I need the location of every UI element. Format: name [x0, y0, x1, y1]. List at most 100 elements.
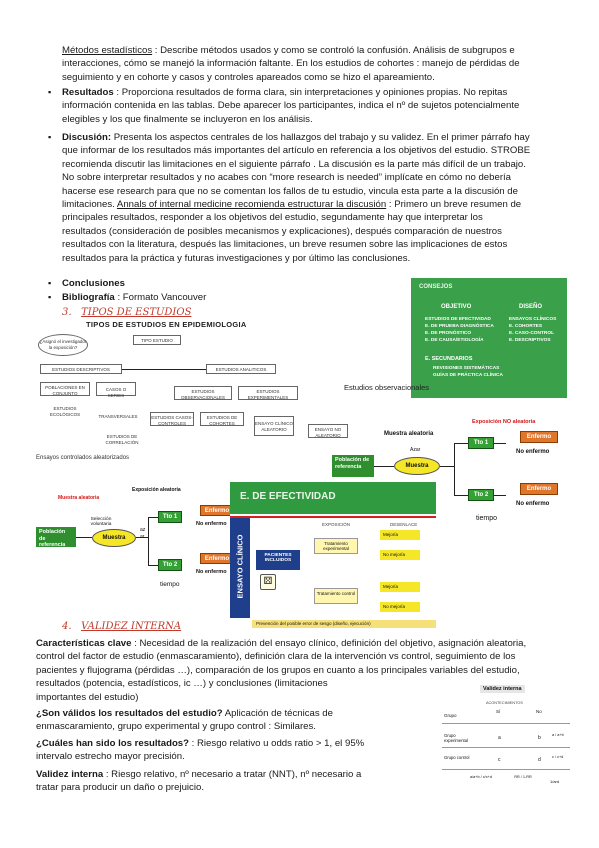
obs-arrow — [494, 443, 506, 444]
validez-table-card: Validez interna ACONTECIMIENTOS Grupo Sí… — [440, 683, 572, 798]
obs-enfermo-2: Enfermo — [520, 483, 558, 495]
table-bottom-mid: RR / 1-RR — [514, 775, 532, 779]
tree-root-box: ¿Asignó el investigador la exposición? — [38, 334, 88, 356]
table-cell-c: c — [498, 757, 501, 763]
efectividad-trat-box: Tratamiento experimental — [314, 538, 358, 554]
section4-title: VALIDEZ INTERNA — [81, 621, 182, 632]
caracteristicas-line: pacientes y flujograma (pérdidas …), com… — [36, 664, 520, 676]
metodos-line: : Describe métodos usados y como se cont… — [152, 45, 515, 56]
validos-line: Aplicación de técnicas de — [222, 708, 333, 719]
green-panel-sec-item: REVISIONES SISTEMÁTICAS — [433, 366, 500, 371]
table-grid-line — [442, 723, 570, 724]
tree-analiticos-box: ESTUDIOS ANALITICOS — [206, 364, 276, 374]
discusion-line: limitaciones. — [62, 199, 117, 211]
bullet-marker: ▪ — [48, 132, 52, 142]
table-row2-label: Grupo control — [444, 755, 470, 760]
table-col-b: No — [536, 709, 542, 714]
ensayos-tto1-box: Tto 1 — [158, 511, 182, 523]
caracteristicas-line: importantes del estudio) — [36, 691, 139, 703]
conclusiones-label: Conclusiones — [62, 278, 125, 289]
table-header-group: Grupo — [444, 713, 457, 718]
discusion-line: resultados para la práctica y futuras in… — [62, 252, 411, 264]
cuales-line: intervalo estrecho mayor precisión. — [36, 751, 185, 763]
obs-tiempo: tiempo — [476, 515, 498, 522]
efectividad-pacientes-box: PACIENTES INCLUIDOS — [256, 550, 300, 570]
cuales-line: : Riesgo relativo u odds ratio > 1, el 9… — [189, 738, 365, 749]
green-panel-list2: ENSAYOS CLÍNICOS E. COHORTES E. CASO-CON… — [509, 316, 556, 344]
table-grid-line — [442, 769, 570, 770]
validez-line: : Riesgo relativo, nº necesario a tratar… — [103, 769, 362, 780]
tree-casos-box: CASOS O SERIES — [96, 382, 136, 398]
tree-correlacion-box: ESTUDIOS DE CORRELACIÓN — [98, 432, 146, 445]
green-panel-list1: ESTUDIOS DE EFECTIVIDAD E. DE PRUEBA DIA… — [425, 316, 494, 344]
tree-ecologicos-box: ESTUDIOS ECOLÓGICOS — [40, 404, 90, 418]
ensayos-title: Ensayos controlados aleatorizados — [36, 455, 130, 461]
section3-title: TIPOS DE ESTUDIOS — [81, 307, 192, 318]
discusion-line: Presenta los aspectos centrales de los h… — [111, 132, 530, 143]
section3-heading: 3. TIPOS DE ESTUDIOS — [62, 307, 191, 318]
validez-table-title: Validez interna — [480, 685, 525, 693]
diagram-title: TIPOS DE ESTUDIOS EN EPIDEMIOLOGIA — [86, 320, 247, 329]
section3-number: 3. — [62, 307, 72, 318]
obs-azar: Azar — [410, 447, 421, 453]
ensayos-azar: azar — [140, 527, 146, 540]
table-formula1: a / a+b — [552, 733, 564, 737]
ensayos-poblacion-box: Población de referencia — [36, 527, 76, 548]
obs-tto2-box: Tto 2 — [468, 489, 494, 501]
table-cell-d: d — [538, 757, 541, 763]
discusion-paragraph: Discusión: Presenta los aspectos central… — [62, 131, 554, 265]
tree-cohortes-box: ESTUDIOS DE COHORTES — [200, 412, 244, 426]
discusion-line: resultados (consideración de posibles me… — [62, 225, 502, 237]
caracteristicas-label: Características clave — [36, 638, 132, 649]
bibliografia-label: Bibliografía — [62, 292, 115, 303]
ensayos-enfermo-2: Enfermo — [200, 553, 234, 564]
green-panel-title: CONSEJOS — [419, 284, 453, 290]
ensayos-arrow — [148, 517, 158, 518]
cuales-label: ¿Cuáles han sido los resultados? — [36, 738, 189, 749]
green-panel-sec-item: GUÍAS DE PRÁCTICA CLÍNICA — [433, 372, 503, 378]
obs-tto1-box: Tto 1 — [468, 437, 494, 449]
metodos-label: Métodos estadísticos — [62, 45, 153, 56]
tree-descriptivos-box: ESTUDIOS DESCRIPTIVOS — [40, 364, 122, 374]
ensayos-diagram: Ensayos controlados aleatorizados Exposi… — [36, 455, 236, 595]
obs-exposicion-label: Exposición NO aleatoria — [472, 419, 536, 425]
annals-reference: Annals of internal medicine recomienda e… — [116, 199, 387, 211]
validos-label: ¿Son válidos los resultados del estudio? — [36, 708, 223, 719]
discusion-line: No sobre interpretar resultados y no aca… — [62, 172, 512, 184]
table-top-header: ACONTECIMIENTOS — [486, 701, 523, 705]
tree-experimentales-box: ESTUDIOS EXPERIMENTALES — [238, 386, 298, 400]
observacionales-diagram: Estudios observacionales Exposición NO a… — [330, 383, 568, 528]
efectividad-exposicion-header: EXPOSICIÓN — [322, 522, 351, 527]
efectividad-dice-icon: ⚄ — [260, 574, 276, 590]
tipos-estudios-diagram: TIPOS DE ESTUDIOS EN EPIDEMIOLOGIA ¿Asig… — [38, 320, 358, 450]
green-panel-secundarios: E. SECUNDARIOS — [425, 356, 473, 362]
diseno-green-panel: CONSEJOS OBJETIVO DISEÑO ESTUDIOS DE EFE… — [411, 278, 567, 398]
tree-casos-controles-box: ESTUDIOS CASOS-CONTROLES — [150, 412, 194, 426]
table-cell-a: a — [498, 735, 501, 741]
obs-arrow — [454, 495, 468, 496]
bullet-marker: ▪ — [48, 278, 52, 288]
ensayos-enfermo-1: Enfermo — [200, 505, 234, 516]
tree-connector — [122, 369, 206, 370]
green-panel-item: E. DE CAUSA/ETIOLOGÍA — [425, 338, 484, 343]
resultados-line: información contenida en las tablas. Deb… — [62, 100, 520, 112]
ensayos-no-enfermo-2: No enfermo — [196, 569, 227, 575]
caracteristicas-line: control del factor de estudio (enmascara… — [36, 651, 516, 663]
discusion-line: : Primero un breve resumen de — [386, 199, 522, 211]
obs-enfermo-1: Enfermo — [520, 431, 558, 443]
efectividad-title-bar — [230, 482, 436, 514]
section4-number: 4. — [62, 621, 72, 632]
tree-ensayo-clinico-box: ENSAYO CLÍNICO ALEATORIO — [254, 416, 294, 436]
obs-title: Estudios observacionales — [344, 383, 430, 392]
tree-tipo-box: TIPO ESTUDIO — [133, 335, 181, 345]
resultados-line: : Proporciona resultados de forma clara,… — [113, 87, 508, 98]
efectividad-res-3: Mejoría — [380, 582, 420, 592]
efectividad-panel: E. DE EFECTIVIDAD ENSAYO CLÍNICO EXPOSIC… — [230, 482, 436, 632]
table-row1-label: Grupo experimental — [444, 733, 468, 743]
metodos-line: seguimiento y en cohorte y casos y contr… — [62, 71, 435, 83]
efectividad-red-line — [230, 516, 436, 518]
validez-paragraph: Validez interna : Riesgo relativo, nº ne… — [36, 768, 406, 795]
tree-transversales-box: TRANSVERSALES — [96, 412, 140, 422]
green-panel-sec-list: REVISIONES SISTEMÁTICAS GUÍAS DE PRÁCTIC… — [433, 366, 503, 379]
ensayos-muestra-aleatoria: Muestra aleatoria — [58, 495, 100, 501]
